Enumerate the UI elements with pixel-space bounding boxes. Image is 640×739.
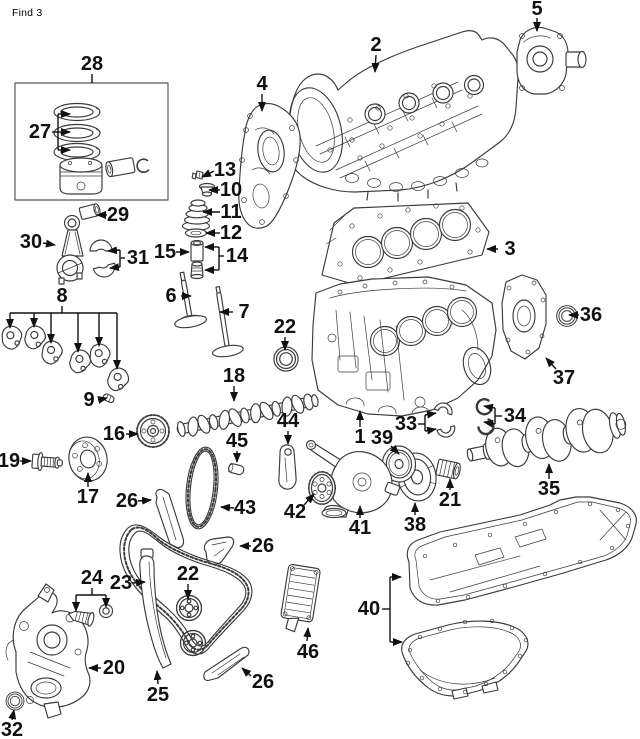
callout-34-28[interactable]: 34 bbox=[504, 405, 527, 427]
callout-15-9[interactable]: 15 bbox=[154, 241, 176, 263]
part-41-oil-pump bbox=[305, 439, 401, 519]
callout-36-24[interactable]: 36 bbox=[580, 304, 602, 326]
part-4-front-cover-upper bbox=[238, 103, 301, 229]
part-circlip bbox=[136, 158, 150, 173]
part-wrist-pin bbox=[105, 157, 136, 178]
callout-35-32[interactable]: 35 bbox=[538, 478, 560, 500]
callout-8-16[interactable]: 8 bbox=[56, 285, 67, 307]
callout-18-21[interactable]: 18 bbox=[223, 365, 245, 387]
callout-41-35[interactable]: 41 bbox=[349, 517, 371, 539]
part-18-camshaft bbox=[176, 393, 319, 437]
callout-17-19[interactable]: 17 bbox=[77, 486, 99, 508]
part-11-valve-spring bbox=[181, 199, 211, 231]
callout-37-25[interactable]: 37 bbox=[553, 367, 575, 389]
callout-28-0[interactable]: 28 bbox=[81, 53, 103, 75]
callout-6-11[interactable]: 6 bbox=[165, 285, 176, 307]
callout-43-37[interactable]: 43 bbox=[234, 497, 256, 519]
callout-25-44[interactable]: 25 bbox=[147, 684, 169, 706]
part-33-main-bearings bbox=[433, 402, 456, 438]
callout-22-22[interactable]: 22 bbox=[274, 316, 296, 338]
part-40-oil-pan-lower bbox=[401, 618, 529, 700]
part-14-valve-stem-seal bbox=[190, 261, 204, 280]
part-45-dowel-pin bbox=[228, 463, 245, 476]
find-label: Find 3 bbox=[12, 7, 43, 19]
callout-20-45[interactable]: 20 bbox=[103, 657, 125, 679]
callout-24-41[interactable]: 24 bbox=[81, 567, 104, 589]
callout-31-15[interactable]: 31 bbox=[127, 247, 149, 269]
callout-32-46[interactable]: 32 bbox=[1, 719, 23, 739]
callout-11-7[interactable]: 11 bbox=[220, 201, 241, 223]
callout-14-10[interactable]: 14 bbox=[226, 245, 249, 267]
callout-39-29[interactable]: 39 bbox=[371, 427, 393, 449]
callout-2-3[interactable]: 2 bbox=[370, 34, 381, 56]
callout-13-5[interactable]: 13 bbox=[214, 159, 236, 181]
part-17-camshaft-plate bbox=[68, 436, 108, 482]
part-36-crankshaft-seal bbox=[556, 305, 578, 327]
part-34-thrust-washers bbox=[475, 398, 495, 436]
callout-44-30[interactable]: 44 bbox=[277, 410, 300, 432]
callout-46-47[interactable]: 46 bbox=[297, 641, 319, 663]
part-16-camshaft-adjuster bbox=[136, 414, 170, 448]
callout-40-48[interactable]: 40 bbox=[358, 598, 380, 620]
part-20-front-timing-cover bbox=[5, 583, 91, 719]
callout-26-43[interactable]: 26 bbox=[252, 671, 274, 693]
part-21-pilot-bushing bbox=[435, 458, 461, 480]
callout-10-6[interactable]: 10 bbox=[220, 179, 242, 201]
callout-12-8[interactable]: 12 bbox=[220, 222, 242, 244]
callout-7-12[interactable]: 7 bbox=[238, 301, 249, 323]
callout-23-40[interactable]: 23 bbox=[110, 572, 132, 594]
callout-42-36[interactable]: 42 bbox=[284, 501, 306, 523]
part-26-chain-guide-upper bbox=[155, 488, 185, 549]
callout-29-13[interactable]: 29 bbox=[107, 204, 129, 226]
part-19-camshaft-bolt bbox=[31, 451, 63, 472]
part-1-engine-block bbox=[311, 276, 497, 417]
part-27-piston-rings bbox=[53, 102, 101, 162]
callout-9-17[interactable]: 9 bbox=[83, 389, 94, 411]
part-13-valve-keeper bbox=[191, 170, 204, 180]
callout-27-1[interactable]: 27 bbox=[29, 121, 51, 143]
part-12-spring-seat bbox=[184, 228, 208, 238]
callout-38-34[interactable]: 38 bbox=[404, 514, 426, 536]
part-3-head-gasket bbox=[321, 202, 490, 286]
part-29-rod-bushing bbox=[78, 203, 101, 220]
part-piston bbox=[59, 157, 103, 195]
part-15-valve-lifter bbox=[190, 240, 204, 262]
part-37-rear-cover bbox=[501, 274, 547, 360]
callout-33-27[interactable]: 33 bbox=[395, 413, 417, 435]
part-35-crankshaft bbox=[466, 407, 627, 468]
callout-19-20[interactable]: 19 bbox=[0, 450, 20, 472]
callout-22-42[interactable]: 22 bbox=[177, 563, 199, 585]
callout-26-38[interactable]: 26 bbox=[116, 490, 138, 512]
callout-21-33[interactable]: 21 bbox=[439, 489, 461, 511]
part-8-rocker-arms bbox=[0, 323, 132, 394]
part-5-round-cover bbox=[516, 26, 587, 95]
callout-arrows bbox=[6, 18, 579, 721]
callout-5-2[interactable]: 5 bbox=[531, 0, 542, 20]
callout-3-23[interactable]: 3 bbox=[504, 238, 515, 260]
part-40-oil-pan-upper bbox=[406, 496, 637, 606]
callout-30-14[interactable]: 30 bbox=[20, 231, 42, 253]
part-30-connecting-rod bbox=[56, 214, 84, 285]
callout-45-31[interactable]: 45 bbox=[226, 430, 248, 452]
part-32-seal bbox=[5, 691, 25, 711]
part-42-oil-pump-sprocket bbox=[308, 471, 336, 505]
part-46-oil-cooler bbox=[280, 564, 321, 633]
part-31-rod-bearings bbox=[89, 239, 116, 278]
callout-4-4[interactable]: 4 bbox=[256, 73, 268, 95]
part-43-oil-pump-chain bbox=[185, 446, 219, 530]
part-44-chain-guide-arm bbox=[278, 444, 297, 490]
part-25-tensioner-rail bbox=[139, 548, 172, 669]
part-2-cylinder-head bbox=[288, 30, 519, 202]
part-26-chain-guide-lower bbox=[203, 646, 250, 682]
callout-26-39[interactable]: 26 bbox=[252, 535, 274, 557]
part-7-exhaust-valve bbox=[211, 285, 244, 358]
part-22-seal bbox=[273, 346, 299, 372]
callout-1-26[interactable]: 1 bbox=[354, 426, 365, 448]
callout-16-18[interactable]: 16 bbox=[103, 423, 125, 445]
part-28-piston-kit-box bbox=[14, 82, 169, 201]
